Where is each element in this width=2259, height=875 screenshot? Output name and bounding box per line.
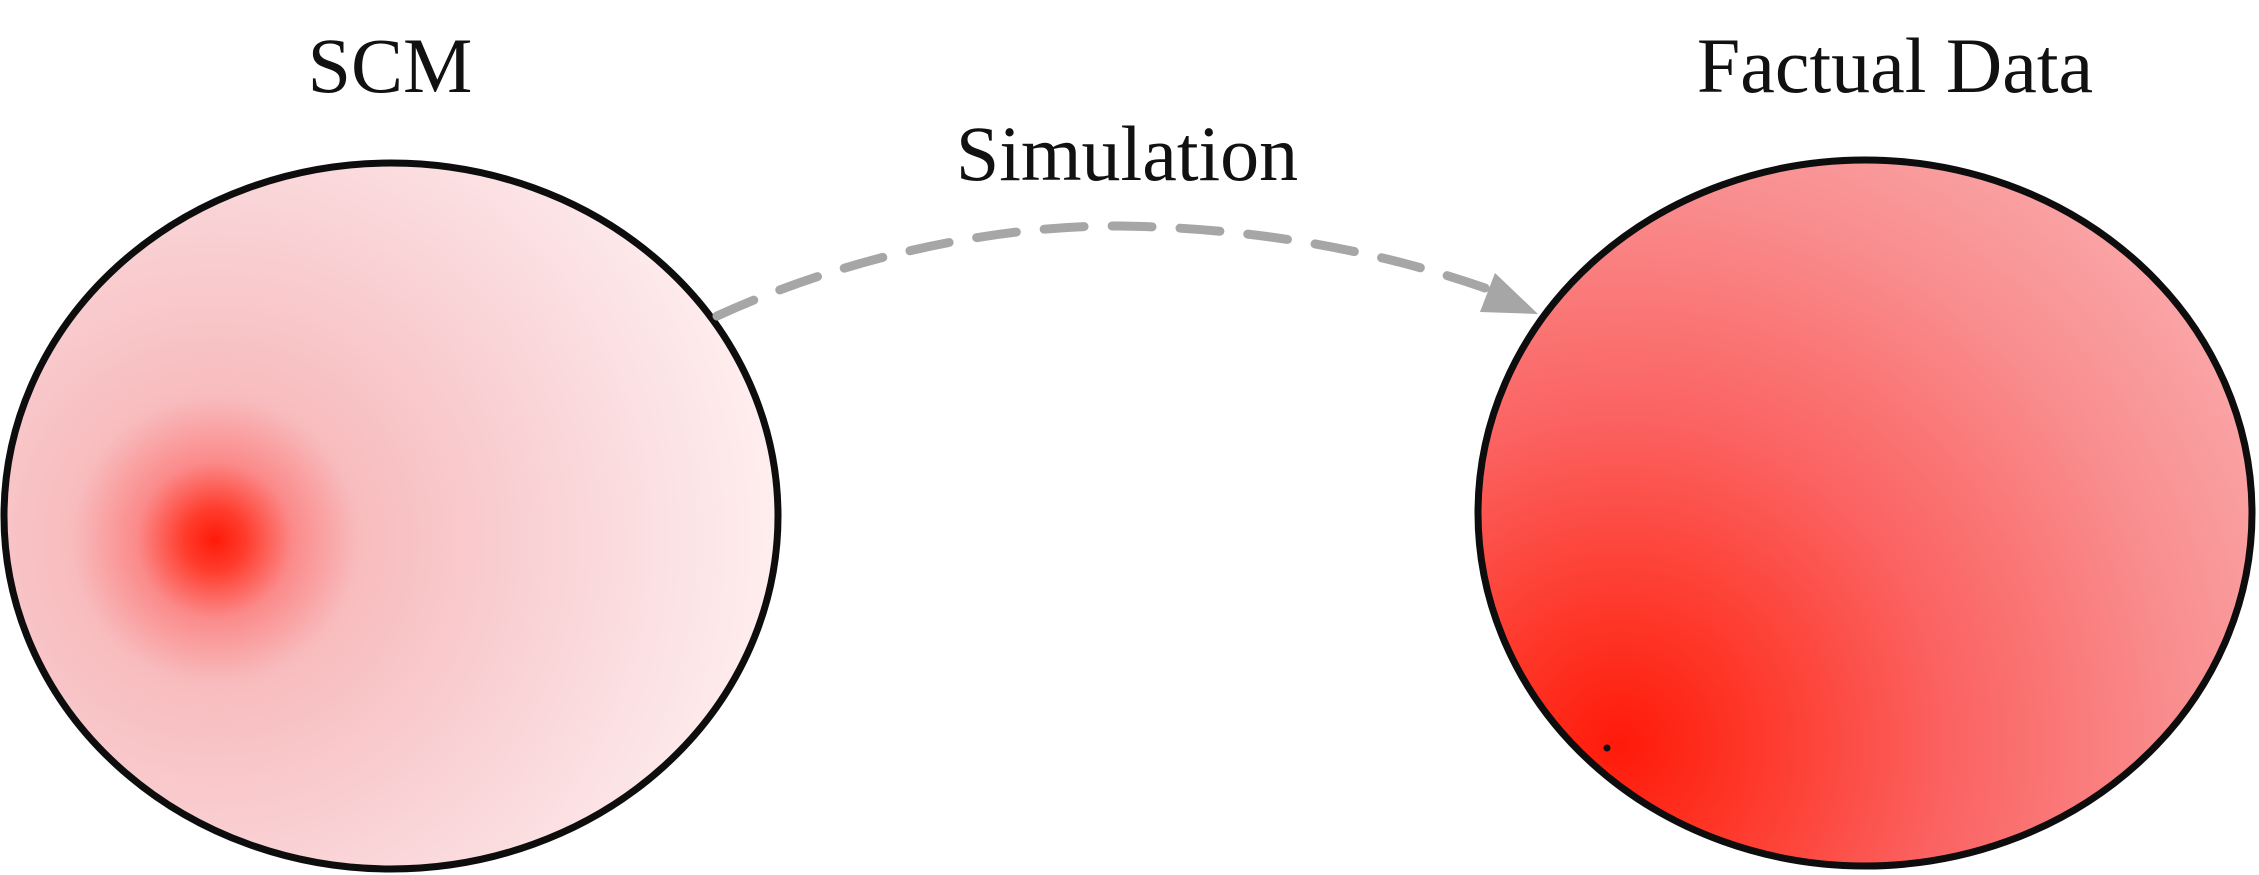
- factual-data-title: Factual Data: [1697, 22, 2093, 109]
- scm-title: SCM: [308, 22, 473, 109]
- simulation-label: Simulation: [956, 110, 1298, 197]
- simulation-arrowhead: [1480, 273, 1538, 314]
- data-point-dot: [1603, 744, 1611, 752]
- scm-ellipse: [0, 159, 782, 873]
- factual-data-ellipse: [1474, 156, 2256, 870]
- simulation-arrow-path: [712, 221, 1490, 321]
